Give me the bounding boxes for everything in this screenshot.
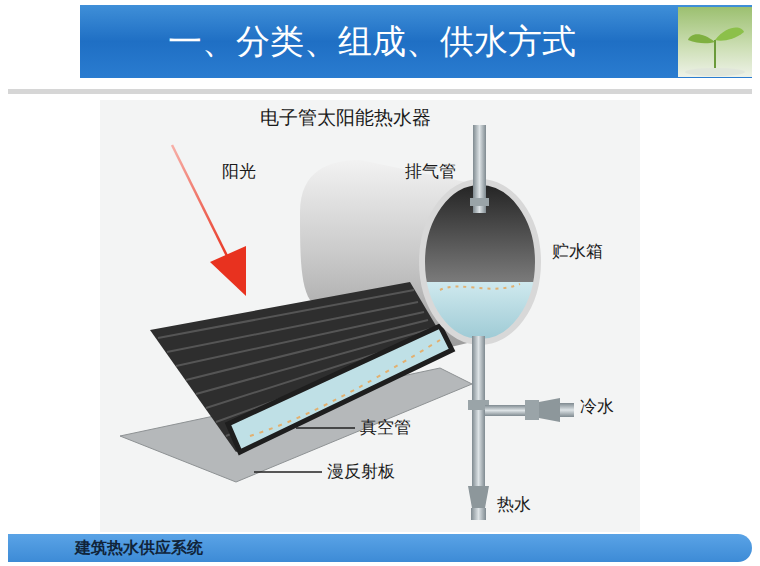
part-label: 冷水 (580, 397, 614, 417)
part-label: 热水 (497, 495, 531, 515)
part-label: 真空管 (360, 418, 411, 438)
part-label: 漫反射板 (327, 462, 395, 482)
footer-text: 建筑热水供应系统 (75, 539, 203, 557)
part-label: 排气管 (405, 162, 456, 182)
slide-title: 一、分类、组成、供水方式 (168, 22, 576, 61)
part-label: 贮水箱 (552, 242, 603, 262)
part-label: 阳光 (222, 162, 256, 182)
figure-heading: 电子管太阳能热水器 (260, 107, 431, 129)
